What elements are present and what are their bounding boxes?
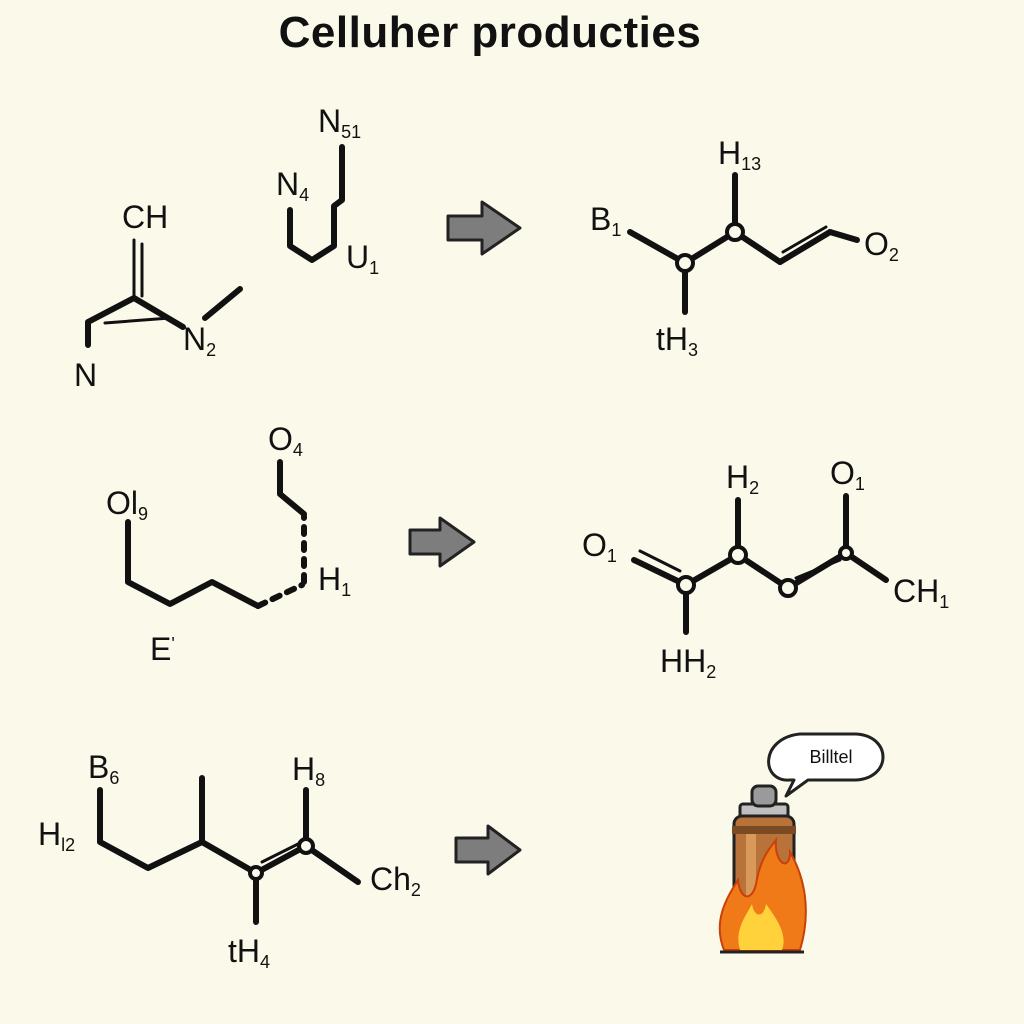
bond — [255, 582, 305, 609]
atom-node — [725, 222, 745, 242]
speech-bubble-text: Billtel — [809, 747, 852, 767]
bond — [199, 839, 259, 876]
diagram-title: Celluher producties — [278, 8, 702, 57]
atom-label: O1 — [582, 527, 617, 566]
speech-bubble — [767, 732, 885, 798]
bond — [202, 286, 243, 321]
flame-inner — [738, 904, 784, 950]
atom-label: E' — [150, 631, 175, 667]
atom-label: CH — [122, 199, 168, 235]
flame-outer — [718, 836, 807, 951]
reaction1-reactant-b: N51 N4 U1 — [276, 103, 379, 278]
bond — [287, 144, 345, 263]
atom-label: Ch2 — [370, 861, 421, 900]
atom-node — [248, 865, 264, 881]
atom-label: N2 — [183, 321, 216, 360]
bond — [260, 840, 304, 864]
atom-node — [676, 575, 696, 595]
atom-label: N4 — [276, 166, 309, 205]
bond — [781, 225, 828, 254]
bond — [777, 229, 833, 265]
atom-label: N51 — [318, 103, 361, 142]
bond — [627, 229, 688, 266]
reaction1-product: B1 H13 O2 tH3 — [590, 135, 899, 360]
atom-label: O2 — [864, 226, 899, 265]
atom-label: Hl2 — [38, 816, 75, 855]
bond — [843, 550, 889, 583]
canister-valve — [750, 784, 778, 808]
atom-node — [297, 837, 315, 855]
reaction-arrow-icon — [446, 200, 522, 256]
bond — [125, 519, 261, 609]
atom-label: B6 — [88, 749, 119, 788]
reaction2-product: O1 H2 O1 CH1 HH2 — [582, 455, 949, 682]
atom-label: H2 — [726, 459, 759, 498]
atom-node — [778, 578, 798, 598]
atom-label: B1 — [590, 201, 621, 240]
bond — [683, 552, 741, 588]
atom-label: HH2 — [660, 643, 716, 682]
atom-node — [838, 545, 854, 561]
bond — [794, 558, 842, 580]
atom-label: N — [74, 357, 97, 393]
bond — [303, 843, 361, 885]
atom-label: H13 — [718, 135, 761, 174]
bond — [827, 229, 860, 243]
atom-node — [675, 253, 695, 273]
reaction1-reactant-a: CH N2 N — [74, 199, 243, 393]
reaction-arrow-icon — [408, 516, 476, 568]
atom-label: Ol9 — [106, 485, 148, 524]
atom-label: CH1 — [893, 573, 949, 612]
bond — [277, 459, 307, 517]
atom-label: U1 — [346, 239, 379, 278]
burning-canister-icon: Billtel — [718, 732, 885, 954]
reaction2-reactant: O4 Ol9 H1 E' — [106, 421, 351, 667]
bond — [103, 316, 172, 325]
atom-label: H1 — [318, 561, 351, 600]
atom-node — [728, 545, 748, 565]
atom-label: tH3 — [656, 321, 698, 360]
bond — [85, 295, 186, 348]
reaction3-reactant: B6 Hl2 H8 Ch2 tH4 — [38, 749, 421, 972]
atom-label: tH4 — [228, 933, 270, 972]
atom-label: O1 — [830, 455, 865, 494]
bond — [97, 775, 205, 871]
canister-band — [732, 826, 796, 834]
bond — [638, 549, 682, 573]
atom-label: H8 — [292, 751, 325, 790]
reaction-arrow-icon — [454, 824, 522, 876]
atom-label: O4 — [268, 421, 303, 460]
bond — [253, 843, 309, 876]
